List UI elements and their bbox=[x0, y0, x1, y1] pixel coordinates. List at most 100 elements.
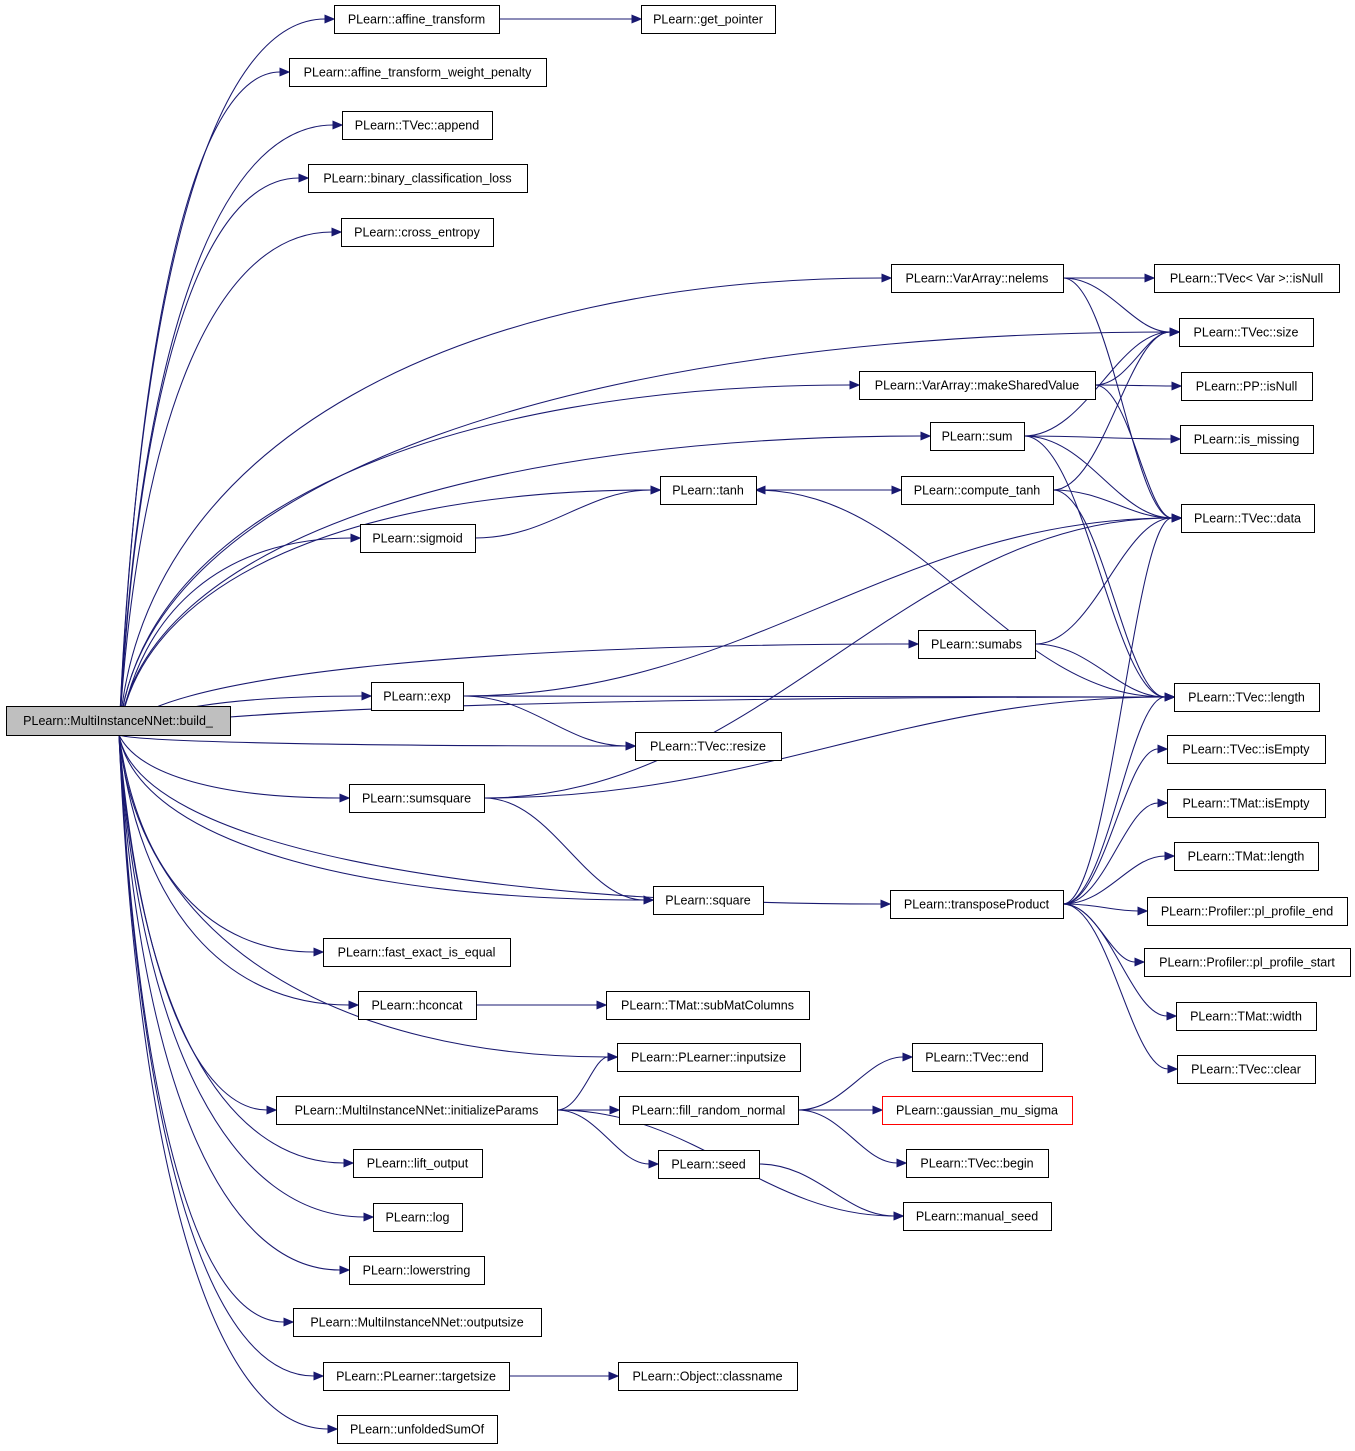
edge-n16-to-n15 bbox=[755, 489, 1166, 698]
graph-node-n7[interactable]: PLearn::VarArray::nelems bbox=[891, 264, 1064, 293]
node-box bbox=[903, 1202, 1052, 1231]
edge-n0-to-n9 bbox=[118, 331, 1171, 736]
graph-node-n25[interactable]: PLearn::TMat::length bbox=[1174, 842, 1319, 871]
graph-node-n17[interactable]: PLearn::compute_tanh bbox=[901, 476, 1054, 505]
node-box bbox=[1179, 318, 1314, 347]
graph-node-n22[interactable]: PLearn::TVec::isEmpty bbox=[1167, 735, 1326, 764]
graph-node-n31[interactable]: PLearn::TVec::clear bbox=[1177, 1055, 1316, 1084]
graph-node-n39[interactable]: PLearn::gaussian_mu_sigma bbox=[882, 1096, 1073, 1125]
arrowhead-n0-to-n13 bbox=[920, 431, 932, 441]
graph-node-n10[interactable]: PLearn::TVec::data bbox=[1181, 504, 1315, 533]
node-box bbox=[323, 938, 511, 967]
graph-node-n6[interactable]: PLearn::cross_entropy bbox=[341, 218, 494, 247]
edge-n11-to-n10 bbox=[1094, 384, 1173, 519]
edges-layer bbox=[118, 14, 1183, 1434]
graph-node-n46[interactable]: PLearn::MultiInstanceNNet::outputsize bbox=[293, 1308, 542, 1337]
node-label: PLearn::tanh bbox=[672, 484, 744, 498]
arrowhead-n27-to-n24 bbox=[1157, 798, 1169, 808]
graph-node-n4[interactable]: PLearn::TVec::append bbox=[342, 111, 493, 140]
graph-node-n8[interactable]: PLearn::TVec< Var >::isNull bbox=[1154, 264, 1340, 293]
node-box bbox=[891, 264, 1064, 293]
node-label: PLearn::TVec::end bbox=[925, 1051, 1029, 1065]
arrowhead-n20-to-n21 bbox=[625, 741, 637, 751]
node-label: PLearn::binary_classification_loss bbox=[323, 172, 511, 186]
edge-n0-to-n4 bbox=[118, 124, 334, 736]
graph-node-n13[interactable]: PLearn::sum bbox=[930, 422, 1025, 451]
graph-node-n48[interactable]: PLearn::Object::classname bbox=[618, 1362, 798, 1391]
edge-n7-to-n9 bbox=[1062, 277, 1171, 333]
arrowhead-n0-to-n7 bbox=[881, 273, 893, 283]
graph-node-n0[interactable]: PLearn::MultiInstanceNNet::build_ bbox=[6, 706, 231, 736]
graph-node-n2[interactable]: PLearn::get_pointer bbox=[641, 5, 776, 34]
graph-node-n28[interactable]: PLearn::Profiler::pl_profile_end bbox=[1147, 897, 1348, 926]
graph-node-n34[interactable]: PLearn::TMat::subMatColumns bbox=[606, 991, 810, 1020]
edge-n0-to-n6 bbox=[118, 231, 333, 736]
node-label: PLearn::Profiler::pl_profile_end bbox=[1161, 905, 1333, 919]
graph-node-n11[interactable]: PLearn::VarArray::makeSharedValue bbox=[859, 371, 1096, 400]
graph-node-n44[interactable]: PLearn::log bbox=[373, 1203, 463, 1232]
graph-node-n20[interactable]: PLearn::exp bbox=[371, 682, 464, 711]
graph-node-n23[interactable]: PLearn::sumsquare bbox=[349, 784, 485, 813]
node-label: PLearn::manual_seed bbox=[916, 1210, 1038, 1224]
arrowhead-n47-to-n48 bbox=[608, 1371, 620, 1381]
node-label: PLearn::hconcat bbox=[371, 999, 463, 1013]
graph-node-n43[interactable]: PLearn::manual_seed bbox=[903, 1202, 1052, 1231]
graph-node-n37[interactable]: PLearn::MultiInstanceNNet::initializePar… bbox=[276, 1096, 558, 1125]
node-label: PLearn::affine_transform_weight_penalty bbox=[304, 66, 532, 80]
graph-node-n3[interactable]: PLearn::affine_transform_weight_penalty bbox=[289, 58, 547, 87]
graph-node-n14[interactable]: PLearn::is_missing bbox=[1180, 425, 1314, 454]
node-label: PLearn::VarArray::nelems bbox=[906, 272, 1049, 286]
edge-n13-to-n14 bbox=[1023, 435, 1172, 440]
graph-node-n30[interactable]: PLearn::TMat::width bbox=[1176, 1002, 1317, 1031]
graph-node-n24[interactable]: PLearn::TMat::isEmpty bbox=[1167, 789, 1326, 818]
edge-n27-to-n22 bbox=[1062, 748, 1159, 905]
node-box bbox=[660, 476, 757, 505]
node-box bbox=[906, 1149, 1049, 1178]
graph-node-n1[interactable]: PLearn::affine_transform bbox=[334, 5, 500, 34]
graph-node-n41[interactable]: PLearn::seed bbox=[658, 1150, 760, 1179]
arrowhead-n11-to-n12 bbox=[1171, 381, 1183, 391]
graph-node-n27[interactable]: PLearn::transposeProduct bbox=[890, 890, 1064, 919]
node-box bbox=[342, 111, 493, 140]
node-box bbox=[360, 524, 476, 553]
graph-node-n9[interactable]: PLearn::TVec::size bbox=[1179, 318, 1314, 347]
graph-node-n29[interactable]: PLearn::Profiler::pl_profile_start bbox=[1144, 948, 1351, 977]
graph-node-n16[interactable]: PLearn::tanh bbox=[660, 476, 757, 505]
node-label: PLearn::seed bbox=[671, 1158, 745, 1172]
arrowhead-n27-to-n28 bbox=[1137, 906, 1149, 916]
graph-node-n40[interactable]: PLearn::TVec::begin bbox=[906, 1149, 1049, 1178]
node-box bbox=[658, 1150, 760, 1179]
edge-n0-to-n13 bbox=[118, 435, 922, 736]
arrowhead-n0-to-n44 bbox=[363, 1212, 375, 1222]
node-label: PLearn::lift_output bbox=[367, 1157, 469, 1171]
graph-node-n36[interactable]: PLearn::TVec::end bbox=[912, 1043, 1043, 1072]
edge-n13-to-n9 bbox=[1023, 331, 1171, 437]
graph-node-n12[interactable]: PLearn::PP::isNull bbox=[1181, 372, 1313, 401]
graph-node-n15[interactable]: PLearn::TVec::length bbox=[1174, 683, 1320, 712]
node-label: PLearn::MultiInstanceNNet::initializePar… bbox=[295, 1104, 539, 1118]
node-box bbox=[912, 1043, 1043, 1072]
graph-node-n21[interactable]: PLearn::TVec::resize bbox=[635, 732, 782, 761]
graph-node-n33[interactable]: PLearn::hconcat bbox=[358, 991, 477, 1020]
node-box bbox=[901, 476, 1054, 505]
edge-n0-to-n45 bbox=[118, 734, 341, 1271]
graph-node-n18[interactable]: PLearn::sigmoid bbox=[360, 524, 476, 553]
graph-node-n47[interactable]: PLearn::PLearner::targetsize bbox=[323, 1362, 510, 1391]
edge-n0-to-n15 bbox=[118, 696, 1166, 736]
node-box bbox=[1177, 1055, 1316, 1084]
graph-node-n26[interactable]: PLearn::square bbox=[653, 886, 764, 915]
graph-node-n49[interactable]: PLearn::unfoldedSumOf bbox=[337, 1415, 498, 1444]
graph-node-n42[interactable]: PLearn::lift_output bbox=[353, 1149, 483, 1178]
graph-node-n35[interactable]: PLearn::PLearner::inputsize bbox=[617, 1043, 801, 1072]
graph-node-n32[interactable]: PLearn::fast_exact_is_equal bbox=[323, 938, 511, 967]
node-label: PLearn::fill_random_normal bbox=[632, 1104, 786, 1118]
node-label: PLearn::Object::classname bbox=[632, 1370, 782, 1384]
arrowhead-n0-to-n33 bbox=[348, 1000, 360, 1010]
graph-node-n5[interactable]: PLearn::binary_classification_loss bbox=[308, 164, 528, 193]
edge-n27-to-n25 bbox=[1062, 855, 1166, 905]
graph-node-n19[interactable]: PLearn::sumabs bbox=[918, 630, 1036, 659]
graph-node-n38[interactable]: PLearn::fill_random_normal bbox=[619, 1096, 799, 1125]
node-label: PLearn::MultiInstanceNNet::outputsize bbox=[310, 1316, 523, 1330]
graph-node-n45[interactable]: PLearn::lowerstring bbox=[349, 1256, 485, 1285]
